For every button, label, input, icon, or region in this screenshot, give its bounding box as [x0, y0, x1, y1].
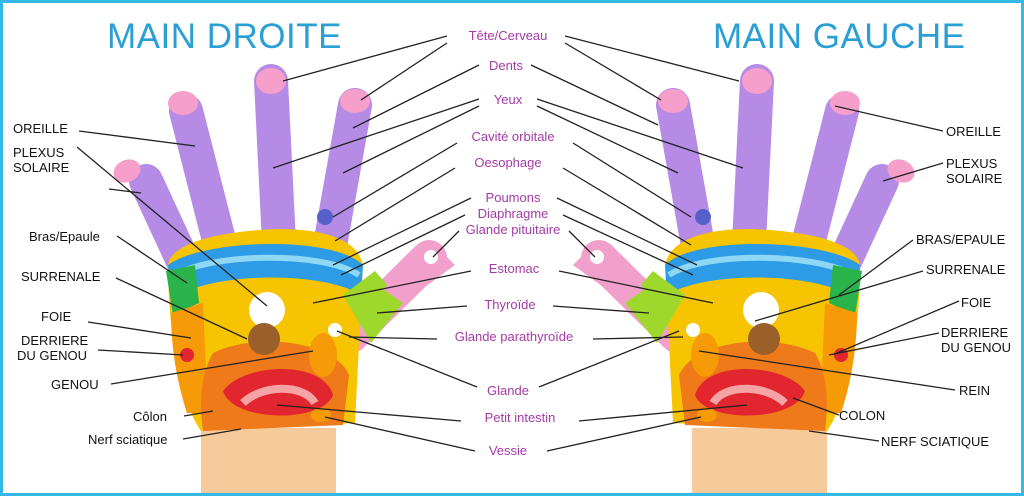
- leader-lines: [76, 35, 960, 452]
- label-left-plexus-1: PLEXUS: [13, 145, 65, 160]
- right-hand-illustration: [113, 64, 455, 493]
- label-tete-cerveau: Tête/Cerveau: [468, 28, 548, 43]
- label-right-rein: REIN: [959, 383, 991, 398]
- label-poumons: Poumons: [485, 190, 541, 205]
- label-right-derriere-2: DU GENOU: [941, 340, 1012, 355]
- label-left-plexus-2: SOLAIRE: [13, 160, 70, 175]
- right-middle-finger: [254, 64, 296, 260]
- label-thyroide: Thyroïde: [484, 297, 536, 312]
- hand-reflexology-diagram: [76, 35, 960, 493]
- label-right-surrenale: SURRENALE: [926, 262, 1006, 277]
- label-right-colon: COLON: [839, 408, 886, 423]
- label-left-derriere-2: DU GENOU: [17, 348, 88, 363]
- left-index-finger: [656, 88, 716, 268]
- label-right-bras: BRAS/EPAULE: [916, 232, 1006, 247]
- label-right-plexus-1: PLEXUS: [946, 156, 998, 171]
- left-little-finger: [828, 164, 899, 278]
- label-petit-intestin: Petit intestin: [484, 410, 556, 425]
- label-cavite-orbitale: Cavité orbitale: [471, 129, 555, 144]
- label-left-foie: FOIE: [41, 309, 72, 324]
- label-glande: Glande: [487, 383, 529, 398]
- label-glande-pituitaire: Glande pituitaire: [465, 222, 561, 237]
- right-index-finger: [312, 88, 372, 268]
- label-right-foie: FOIE: [961, 295, 992, 310]
- label-left-bras: Bras/Epaule: [29, 229, 100, 244]
- label-vessie: Vessie: [488, 443, 528, 458]
- label-oesophage: Oesophage: [474, 155, 542, 170]
- label-right-nerf: NERF SCIATIQUE: [881, 434, 990, 449]
- left-ring-finger: [790, 94, 859, 265]
- label-right-derriere-1: DERRIERE: [941, 325, 1009, 340]
- label-left-surrenale: SURRENALE: [21, 269, 101, 284]
- right-blue-band: [168, 243, 363, 299]
- label-left-derriere-1: DERRIERE: [21, 333, 89, 348]
- label-dents: Dents: [489, 58, 523, 73]
- title-right-hand: MAIN DROITE: [107, 17, 342, 56]
- left-wrist: [692, 428, 827, 493]
- label-left-colon: Côlon: [133, 409, 167, 424]
- label-estomac: Estomac: [488, 261, 540, 276]
- label-diaphragme: Diaphragme: [477, 206, 549, 221]
- label-right-plexus-2: SOLAIRE: [946, 171, 1003, 186]
- label-yeux: Yeux: [493, 92, 523, 107]
- label-left-genou: GENOU: [51, 377, 99, 392]
- title-left-hand: MAIN GAUCHE: [713, 17, 966, 56]
- label-left-oreille: OREILLE: [13, 121, 68, 136]
- right-wrist: [201, 428, 336, 493]
- right-ring-finger: [169, 94, 238, 265]
- left-middle-finger: [732, 64, 774, 260]
- label-left-nerf: Nerf sciatique: [88, 432, 168, 447]
- left-hand-illustration: [573, 64, 915, 493]
- label-glande-parathyroide: Glande parathyroïde: [454, 329, 574, 344]
- label-right-oreille: OREILLE: [946, 124, 1001, 139]
